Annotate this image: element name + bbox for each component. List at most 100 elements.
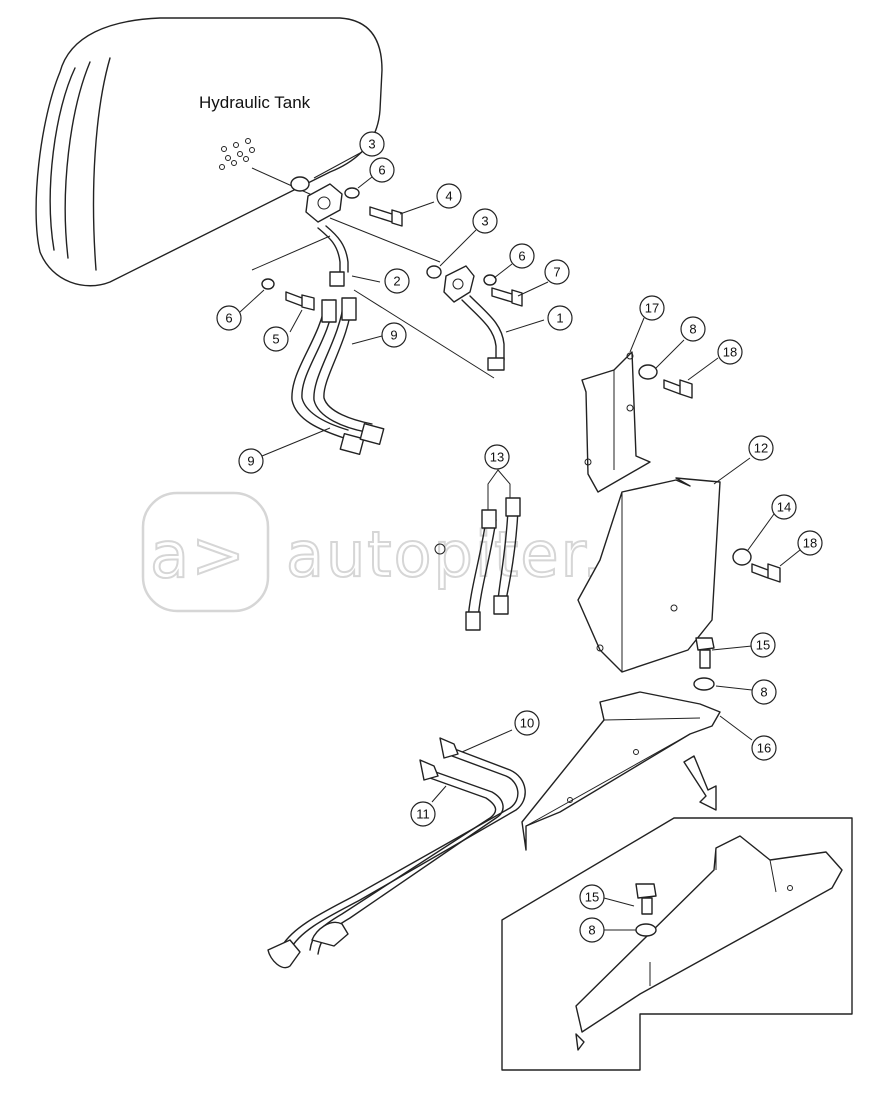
inset-tab (575, 1033, 585, 1051)
pipe-2-end (329, 271, 345, 287)
pipe-1-assembly (353, 265, 523, 379)
svg-text:5: 5 (272, 332, 279, 347)
callout-9-lower: 9 (238, 448, 264, 474)
callout-10: 10 (514, 710, 540, 736)
svg-text:18: 18 (723, 345, 737, 360)
svg-text:12: 12 (754, 441, 768, 456)
pipe-10-tip (267, 939, 301, 969)
o-ring-3-lower (426, 265, 442, 279)
bolt-18-lower (751, 563, 781, 583)
callout-7: 7 (544, 259, 570, 285)
callout-9-upper: 9 (381, 322, 407, 348)
washer-8-mid (693, 677, 715, 691)
svg-text:6: 6 (225, 311, 232, 326)
svg-text:8: 8 (588, 923, 595, 938)
pipe-11-end (419, 759, 439, 781)
washer-6-left (261, 278, 275, 290)
svg-text:10: 10 (520, 716, 534, 731)
svg-text:14: 14 (777, 500, 791, 515)
inset-bolt-15 (641, 897, 653, 915)
tank-port-dots (219, 138, 255, 170)
callout-17: 17 (639, 295, 665, 321)
left-bolt (261, 278, 315, 311)
svg-text:15: 15 (585, 890, 599, 905)
callout-8-upper: 8 (680, 316, 706, 342)
callout-16: 16 (751, 735, 777, 761)
svg-text:8: 8 (760, 685, 767, 700)
svg-text:3: 3 (368, 137, 375, 152)
callout-14: 14 (771, 494, 797, 520)
callout-1: 1 (547, 305, 573, 331)
callout-2: 2 (384, 268, 410, 294)
svg-text:16: 16 (757, 741, 771, 756)
hose-13-fitting-b (505, 497, 521, 517)
inset-washer-8 (635, 923, 657, 937)
svg-text:9: 9 (247, 454, 254, 469)
svg-text:9: 9 (390, 328, 397, 343)
callout-8-inset: 8 (579, 917, 605, 943)
callout-12: 12 (748, 435, 774, 461)
hose-9-end-b (359, 422, 385, 446)
callout-11: 11 (410, 801, 436, 827)
bolt-18-upper (663, 379, 693, 399)
direction-arrow (683, 755, 717, 811)
svg-text:15: 15 (756, 638, 770, 653)
callout-6-mid: 6 (509, 243, 535, 269)
o-ring-3-upper (290, 176, 310, 192)
svg-text:1: 1 (556, 311, 563, 326)
pipe-1-end (487, 357, 505, 371)
flange-lower (443, 265, 475, 303)
hose-9-fitting-b (341, 297, 357, 321)
callout-3-lower: 3 (472, 208, 498, 234)
pipes-10-11 (267, 737, 526, 969)
callout-5: 5 (263, 326, 289, 352)
svg-text:13: 13 (490, 450, 504, 465)
hose-13-end-b (493, 595, 509, 615)
hose-13-end-a (465, 611, 481, 631)
bracket-17 (581, 351, 693, 493)
hydraulic-tank: Hydraulic Tank (35, 17, 383, 287)
callout-8-mid: 8 (751, 679, 777, 705)
svg-text:17: 17 (645, 301, 659, 316)
leader-lines (239, 151, 801, 931)
bolt-7 (491, 287, 523, 307)
callout-6-upper: 6 (369, 157, 395, 183)
callout-4: 4 (436, 183, 462, 209)
svg-text:6: 6 (378, 163, 385, 178)
tank-label: Hydraulic Tank (199, 93, 311, 112)
hoses-13 (434, 469, 521, 631)
callout-18-upper: 18 (717, 339, 743, 365)
washer-14 (732, 548, 752, 566)
svg-text:7: 7 (553, 265, 560, 280)
washer-8-upper (638, 364, 658, 380)
bracket-16 (521, 691, 721, 851)
bolt-5 (285, 291, 315, 311)
callout-6-left: 6 (216, 305, 242, 331)
bolt-4 (369, 206, 403, 227)
pipe-11-tip (311, 921, 349, 947)
svg-text:8: 8 (689, 322, 696, 337)
upper-fittings (251, 167, 441, 287)
svg-text:6: 6 (518, 249, 525, 264)
svg-text:4: 4 (445, 189, 452, 204)
hose-9-end-a (339, 432, 365, 456)
callout-15-inset: 15 (579, 884, 605, 910)
washer-6-mid (483, 274, 497, 286)
svg-text:18: 18 (803, 536, 817, 551)
callout-13: 13 (484, 444, 510, 470)
hose-13-fitting-a (481, 509, 497, 529)
watermark-logo: a> (150, 519, 247, 593)
callout-18-lower: 18 (797, 530, 823, 556)
svg-text:3: 3 (481, 214, 488, 229)
hose-9-fitting-a (321, 299, 337, 323)
callout-3-upper: 3 (359, 131, 385, 157)
cover-12 (577, 477, 781, 673)
flange-upper (305, 183, 343, 223)
hoses-9 (291, 297, 385, 456)
callout-15: 15 (750, 632, 776, 658)
pipe-10-end (439, 737, 459, 759)
bolt-15-group (693, 637, 715, 691)
washer-6-upper (344, 187, 360, 199)
svg-text:2: 2 (393, 274, 400, 289)
